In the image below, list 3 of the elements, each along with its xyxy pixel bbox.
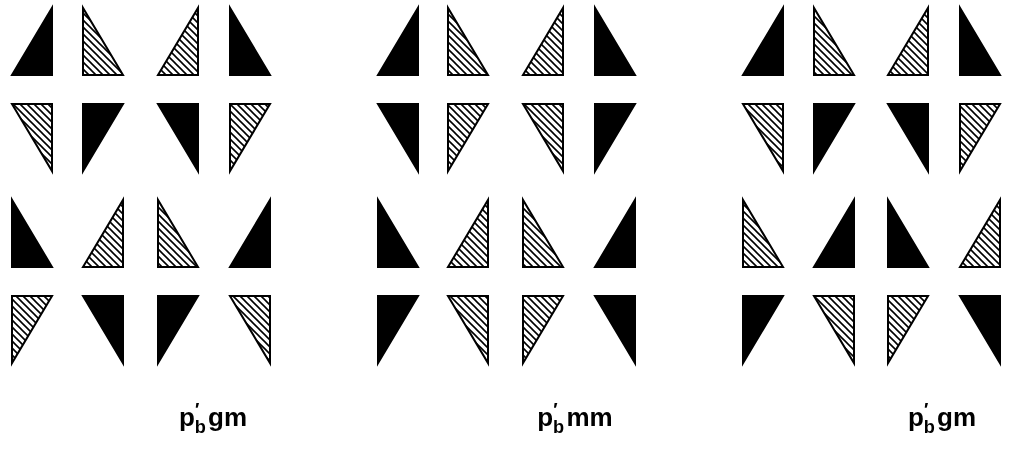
plane-group-symbol: p$^{′}$$_{b}$gm	[908, 400, 976, 440]
plane-group-symbol: p$^{′}$$_{b}$mm	[537, 400, 613, 440]
plane-group-symbol: p$^{′}$$_{b}$gm	[179, 400, 247, 440]
